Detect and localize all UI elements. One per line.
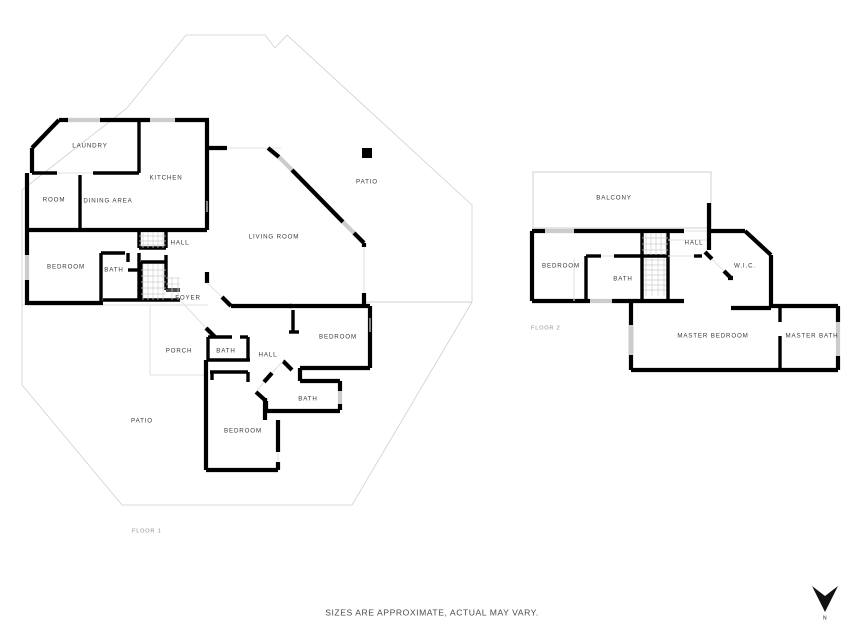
chimney-marker — [362, 148, 372, 158]
floor-2-walls — [529, 171, 841, 373]
floor-1-walls — [24, 117, 373, 473]
stairs-floor-2 — [642, 233, 668, 296]
lot-outline-floor-1 — [21, 34, 473, 506]
balcony-railing — [532, 171, 712, 229]
stairs-floor-1 — [139, 232, 180, 300]
